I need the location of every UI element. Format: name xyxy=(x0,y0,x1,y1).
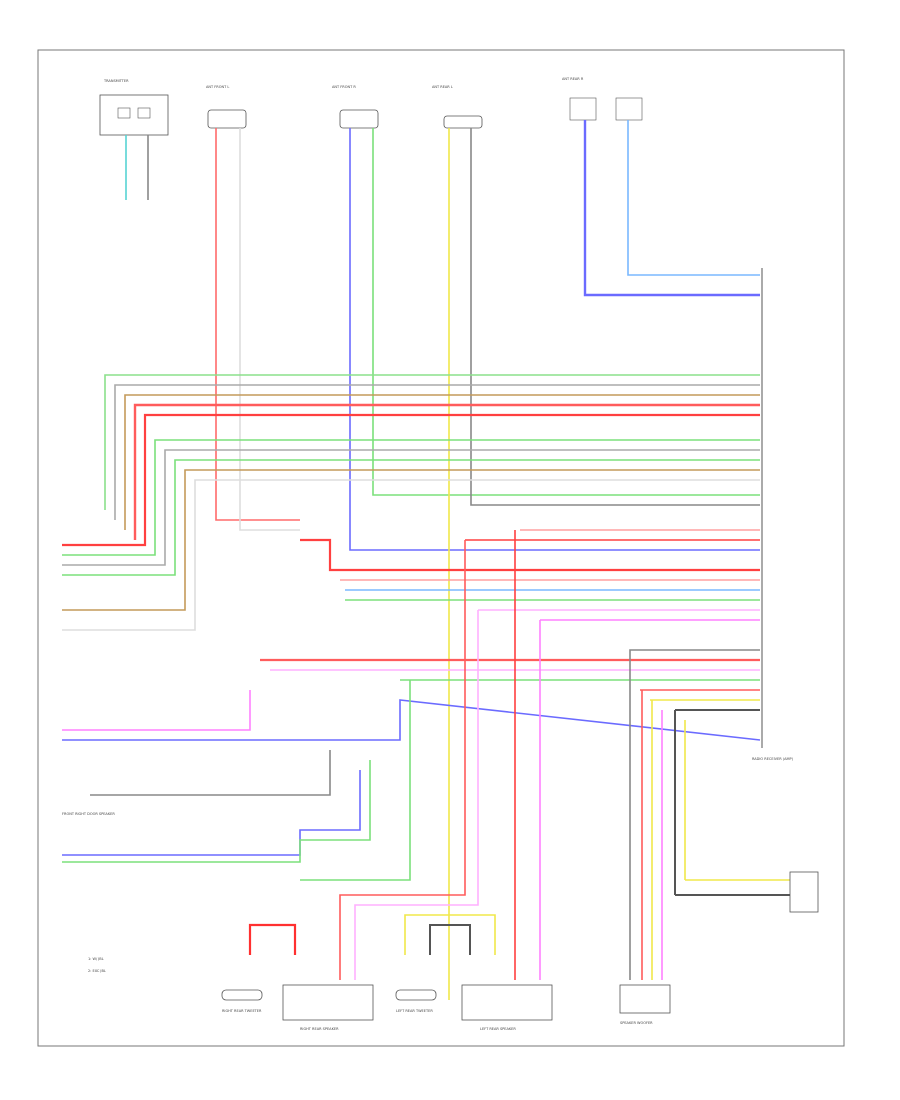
radio-receiver-label: RADIO RECEIVER (AMP) xyxy=(752,757,794,761)
ant-front-l-connector: ANT FRONT L xyxy=(206,85,247,129)
left-rear-tweeter: LEFT REAR TWEETER xyxy=(395,989,437,1013)
ant-front-r-label: ANT FRONT R xyxy=(332,85,356,89)
right-rear-speaker: RIGHT REAR SPEAKER xyxy=(282,984,374,1031)
notes: 1: W/ JBL 2: EXC JBL xyxy=(88,957,106,973)
left-rear-speaker-label: LEFT REAR SPEAKER xyxy=(480,1027,516,1031)
top-wires xyxy=(125,120,760,1000)
note-1: 1: W/ JBL xyxy=(88,957,104,961)
front-right-door-speaker-label: FRONT RIGHT DOOR SPEAKER xyxy=(62,812,115,816)
left-rear-speaker: LEFT REAR SPEAKER xyxy=(461,984,553,1031)
radio-receiver-block: RADIO RECEIVER (AMP) xyxy=(752,268,794,761)
ant-front-l-label: ANT FRONT L xyxy=(206,85,229,89)
speaker-woofer: SPEAKER WOOFER xyxy=(619,984,671,1025)
front-right-door-speaker: FRONT RIGHT DOOR SPEAKER xyxy=(62,812,115,816)
left-bundle-wires xyxy=(62,374,760,631)
ant-rear-r-connector: ANT REAR R xyxy=(562,77,643,121)
right-rear-tweeter: RIGHT REAR TWEETER xyxy=(221,989,263,1013)
transmitter-connector: TRANSMITTER xyxy=(99,79,169,136)
right-rear-speaker-label: RIGHT REAR SPEAKER xyxy=(300,1027,339,1031)
diagram-frame xyxy=(37,49,845,1047)
middle-wires xyxy=(62,529,761,741)
right-small-connector xyxy=(789,871,819,913)
ant-rear-l-label: ANT REAR L xyxy=(432,85,453,89)
left-rear-tweeter-label: LEFT REAR TWEETER xyxy=(396,1009,433,1013)
speaker-woofer-label: SPEAKER WOOFER xyxy=(620,1021,653,1025)
ant-rear-r-label: ANT REAR R xyxy=(562,77,584,81)
note-2: 2: EXC JBL xyxy=(88,969,106,973)
transmitter-label: TRANSMITTER xyxy=(103,79,129,83)
right-rear-tweeter-label: RIGHT REAR TWEETER xyxy=(222,1009,262,1013)
ant-rear-l-connector: ANT REAR L xyxy=(432,85,483,129)
ant-front-r-connector: ANT FRONT R xyxy=(332,85,379,129)
lower-wires xyxy=(62,530,790,980)
